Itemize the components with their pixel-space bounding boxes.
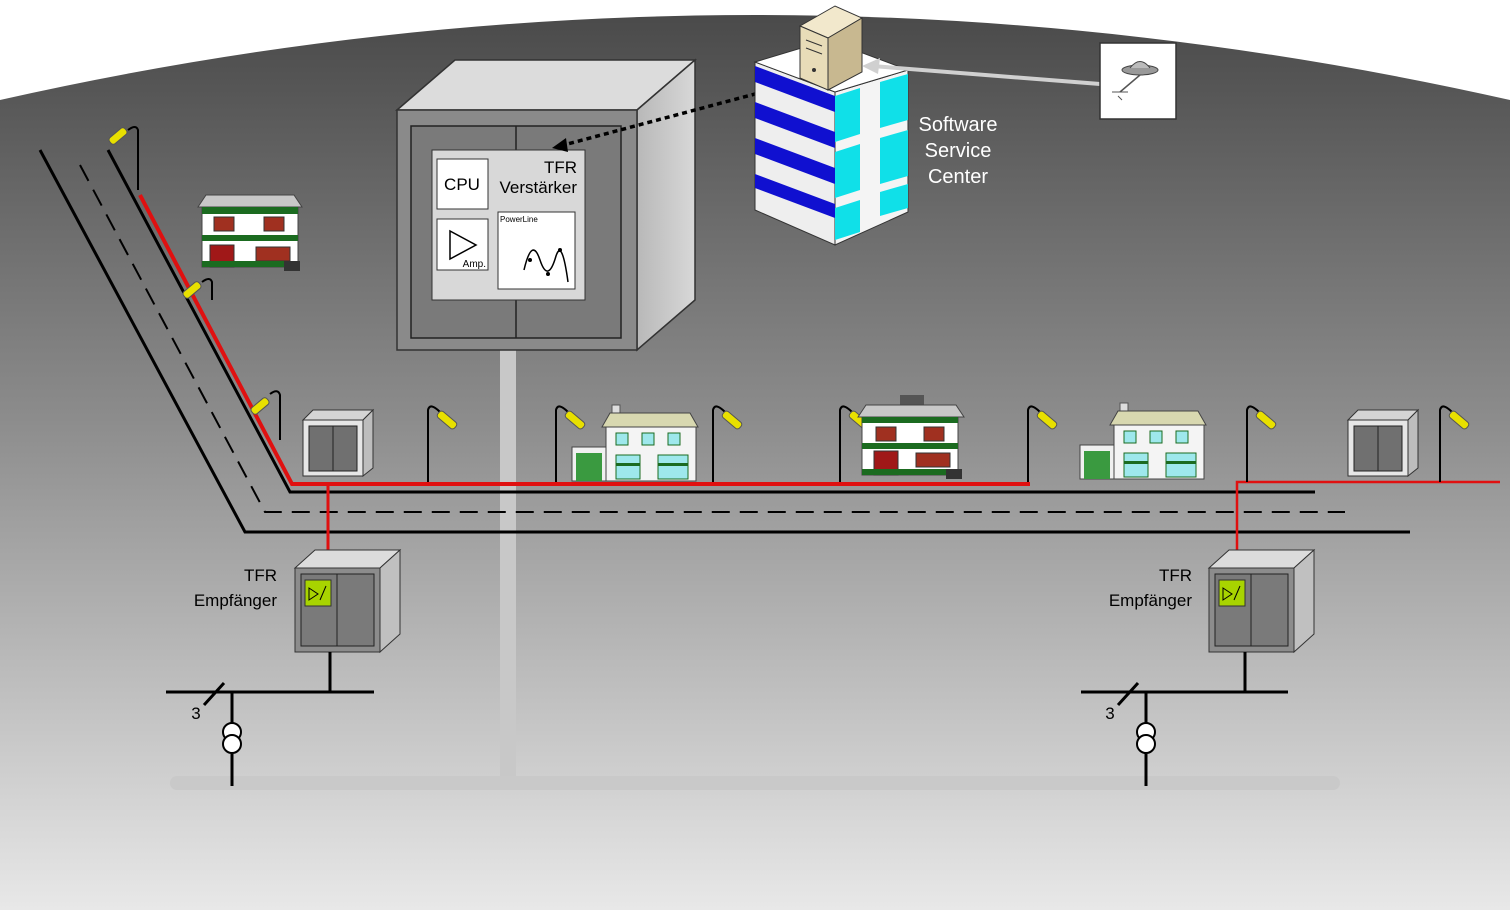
tfr-receiver-right: [1081, 548, 1316, 786]
server-icon: [798, 5, 864, 91]
receiver-left-label-line2: Empfänger: [194, 591, 277, 610]
amplifier-triangle-icon: [449, 229, 478, 261]
cpu-box: CPU: [436, 158, 489, 210]
road: [38, 149, 1410, 534]
powerline-label: PowerLine: [500, 215, 538, 224]
street-lamp-icon: [712, 405, 743, 482]
phases-right-label: 3: [1105, 704, 1114, 723]
street-cabinet: [301, 408, 375, 478]
amplifier-title-tfr: TFR: [544, 158, 577, 177]
cpu-label: CPU: [444, 175, 480, 194]
street-lamps: [108, 126, 1470, 482]
sine-wave-icon: [523, 249, 569, 283]
street-lamp-icon: [555, 405, 586, 482]
phases-left-label: 3: [191, 704, 200, 723]
street-lamp-icon: [1439, 405, 1470, 482]
background-dome: [0, 15, 1510, 910]
street-lamp-icon: [427, 405, 458, 482]
street-lamp-icon: [250, 390, 281, 440]
amplifier-box: Amp.: [436, 218, 489, 271]
street-lamp-icon: [1246, 405, 1277, 482]
amp-label: Amp.: [463, 259, 486, 270]
house-icon: [571, 404, 699, 482]
satellite-dish-icon: [1099, 42, 1177, 120]
street-cabinet: [1346, 408, 1420, 478]
street-lamp-icon: [182, 278, 213, 300]
service-center-line3: Center: [928, 166, 988, 188]
house-icon: [1079, 402, 1207, 480]
tfr-amplifier-cabinet: CPU TFR Verstärker Amp. PowerLine: [394, 58, 698, 352]
receiver-left-label-line1: TFR: [244, 566, 277, 585]
street-lamp-icon: [108, 126, 139, 190]
powerline-box: PowerLine: [497, 211, 576, 290]
satellite-link: [862, 58, 1101, 86]
house-icon: [857, 395, 965, 479]
receiver-right-label-line2: Empfänger: [1109, 591, 1192, 610]
receiver-right-label-line1: TFR: [1159, 566, 1192, 585]
service-center-line2: Service: [925, 140, 992, 162]
tfr-receiver-left: [166, 548, 402, 786]
street-lamp-icon: [1027, 405, 1058, 482]
amplifier-title-verstaerker: Verstärker: [500, 178, 578, 197]
service-center-line1: Software: [919, 114, 998, 136]
transformer-icon: [1136, 722, 1156, 754]
house-icon: [197, 194, 303, 271]
amplifier-pole: [170, 348, 1340, 790]
transformer-icon: [222, 722, 242, 754]
